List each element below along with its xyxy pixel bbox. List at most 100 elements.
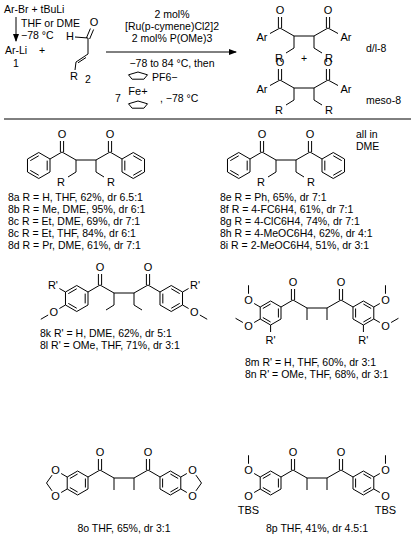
atom-label: O <box>50 305 59 318</box>
bond <box>268 172 276 177</box>
bond <box>270 325 271 332</box>
bond <box>385 455 386 464</box>
bond <box>114 293 115 305</box>
bond <box>314 80 328 88</box>
atom-label: R' <box>358 333 368 346</box>
bond <box>122 153 133 160</box>
atom-label: O <box>381 489 390 502</box>
bond <box>363 318 371 323</box>
compound-number: 2 <box>85 73 91 85</box>
bond <box>65 305 76 312</box>
compound-entry: 8g R = 4-ClC6H4, 74%, dr 7:1 <box>220 215 360 227</box>
atom-label: O <box>324 4 333 17</box>
cyclopentadienyl-ring <box>129 72 148 79</box>
atom-label: O <box>276 56 285 69</box>
bond <box>88 292 89 305</box>
bond <box>341 300 353 307</box>
bond <box>307 308 327 309</box>
atom-label: Ar <box>257 83 268 96</box>
reaction-arrow <box>16 17 17 41</box>
bond <box>133 172 144 179</box>
bond <box>47 483 53 491</box>
bond <box>326 69 327 80</box>
atom-label: O <box>96 446 105 459</box>
bond <box>248 285 249 294</box>
atom-label: O <box>51 464 60 477</box>
bond <box>281 470 293 477</box>
compound-entry: 8p THF, 41%, dr 4.5:1 <box>266 522 368 534</box>
bond <box>373 307 374 319</box>
atom-label: O <box>276 4 285 17</box>
bond <box>146 274 147 285</box>
bond <box>27 153 38 160</box>
bond <box>352 477 353 489</box>
bond <box>101 274 102 285</box>
atom-label: O <box>90 16 99 29</box>
bond <box>263 304 271 309</box>
bond <box>293 470 307 478</box>
bond <box>327 478 328 490</box>
bond <box>363 471 373 477</box>
condition-text: −78 °C <box>21 29 54 41</box>
compound-entry: 8b R = Me, DME, 95%, dr 6:1 <box>8 203 145 215</box>
bond <box>239 172 250 179</box>
bond <box>363 319 373 325</box>
bond <box>254 489 260 493</box>
bond <box>181 474 187 478</box>
atom-label: O <box>289 276 298 289</box>
bond <box>294 88 314 89</box>
atom-label: O <box>188 464 197 477</box>
bond <box>76 54 88 62</box>
plus-sign: + <box>301 52 307 64</box>
bond <box>363 301 373 307</box>
bond <box>106 305 114 310</box>
bond <box>78 58 86 63</box>
bond <box>296 160 297 172</box>
bond <box>291 459 292 470</box>
atom-label: O <box>324 56 333 69</box>
bond <box>133 156 141 161</box>
atom-label: R <box>257 176 265 189</box>
bond <box>149 274 150 285</box>
bond <box>30 156 38 161</box>
atom-label: TBS <box>375 503 396 516</box>
bond <box>171 305 182 312</box>
bond <box>374 489 380 493</box>
atom-label: O <box>381 319 390 332</box>
bond <box>70 488 78 493</box>
bond <box>59 289 65 293</box>
bond <box>39 172 50 179</box>
atom-label: Ar <box>257 31 268 44</box>
condition-text: 2 mol% <box>154 8 189 20</box>
bond <box>182 292 183 305</box>
bond <box>294 289 295 300</box>
bond <box>67 471 77 477</box>
reagent-text: PF6− <box>152 71 177 83</box>
bond <box>160 286 171 293</box>
atom-label: O <box>381 464 390 477</box>
atom-label: R <box>107 176 115 189</box>
bond <box>353 301 363 307</box>
bond <box>77 286 88 293</box>
bond <box>344 159 345 172</box>
bond <box>227 153 238 160</box>
bond <box>30 170 38 175</box>
bond <box>134 285 148 293</box>
bond <box>333 172 344 179</box>
atom-label: R <box>325 104 333 117</box>
atom-label: R <box>275 104 283 117</box>
structure-bonds <box>27 17 398 495</box>
atom-label: Ar <box>341 83 352 96</box>
bond <box>96 152 110 160</box>
bond <box>294 88 295 100</box>
atom-label: R' <box>48 278 58 291</box>
bond <box>363 489 373 495</box>
bond <box>101 459 102 470</box>
bond <box>286 48 294 53</box>
bond <box>276 160 277 172</box>
atom-label: Fe+ <box>128 84 147 97</box>
bond <box>159 292 160 305</box>
atom-label: O <box>244 464 253 477</box>
bond <box>230 156 238 161</box>
